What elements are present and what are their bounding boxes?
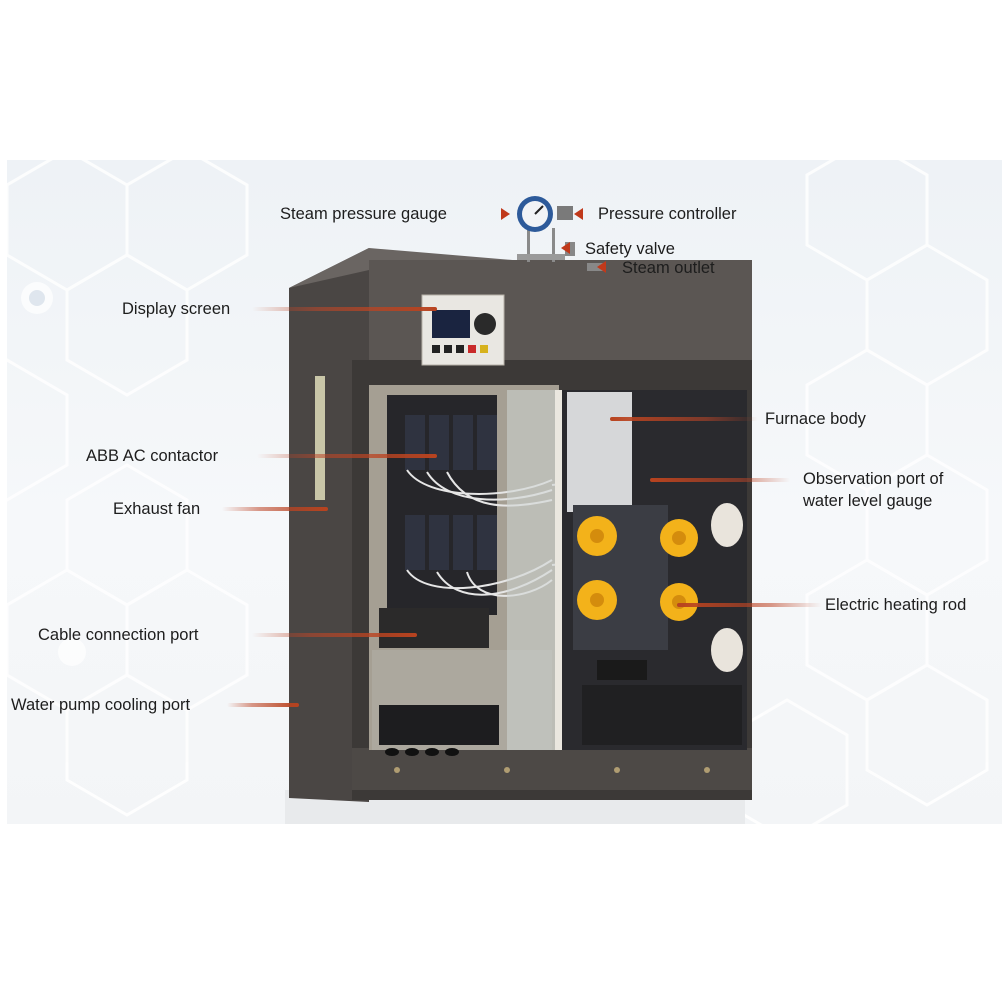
leader-water-pump-cooling-port bbox=[227, 703, 299, 707]
arrow-pressure-controller bbox=[574, 208, 583, 220]
display-screen bbox=[432, 310, 470, 338]
safety-valve bbox=[565, 242, 575, 256]
label-observation-port-line2: water level gauge bbox=[803, 492, 933, 510]
label-steam-outlet: Steam outlet bbox=[622, 259, 715, 277]
diagram-panel: Steam pressure gauge Pressure controller… bbox=[7, 160, 1002, 824]
label-cable-connection-port: Cable connection port bbox=[38, 626, 199, 644]
furnace-insulation bbox=[567, 392, 632, 512]
terminal-block bbox=[379, 608, 489, 648]
label-display-screen: Display screen bbox=[122, 300, 231, 318]
vent-hole-upper bbox=[711, 503, 743, 547]
leader-abb-ac-contactor bbox=[257, 454, 437, 458]
arrow-steam-pressure-gauge bbox=[501, 208, 510, 220]
label-furnace-body: Furnace body bbox=[765, 410, 866, 428]
label-safety-valve: Safety valve bbox=[585, 240, 675, 258]
leader-observation-port bbox=[650, 478, 790, 482]
cabinet-base-rail bbox=[352, 748, 752, 790]
vent-hole-lower bbox=[711, 628, 743, 672]
heating-rod-caps bbox=[577, 516, 698, 621]
arrow-steam-outlet bbox=[597, 261, 606, 273]
leader-exhaust-fan bbox=[222, 507, 328, 511]
cabinet-side-panel bbox=[289, 248, 369, 802]
leader-display-screen bbox=[252, 307, 437, 311]
label-abb-ac-contactor: ABB AC contactor bbox=[86, 447, 219, 465]
leader-cable-connection-port bbox=[252, 633, 417, 637]
label-electric-heating-rod: Electric heating rod bbox=[825, 596, 967, 614]
hexagon-background bbox=[7, 160, 989, 824]
label-pressure-controller: Pressure controller bbox=[598, 205, 737, 223]
label-exhaust-fan: Exhaust fan bbox=[113, 500, 201, 518]
pressure-controller bbox=[557, 206, 573, 220]
steam-boiler-illustration bbox=[285, 196, 752, 824]
leader-electric-heating-rod bbox=[677, 603, 822, 607]
label-observation-port-line1: Observation port of bbox=[803, 470, 944, 488]
side-vent-strip bbox=[315, 376, 325, 500]
label-water-pump-cooling-port: Water pump cooling port bbox=[11, 696, 191, 714]
steam-outlet bbox=[587, 263, 603, 271]
glass-divider bbox=[507, 390, 562, 750]
leader-furnace-body bbox=[610, 417, 758, 421]
label-steam-pressure-gauge: Steam pressure gauge bbox=[280, 205, 447, 223]
arrow-safety-valve bbox=[561, 242, 570, 254]
